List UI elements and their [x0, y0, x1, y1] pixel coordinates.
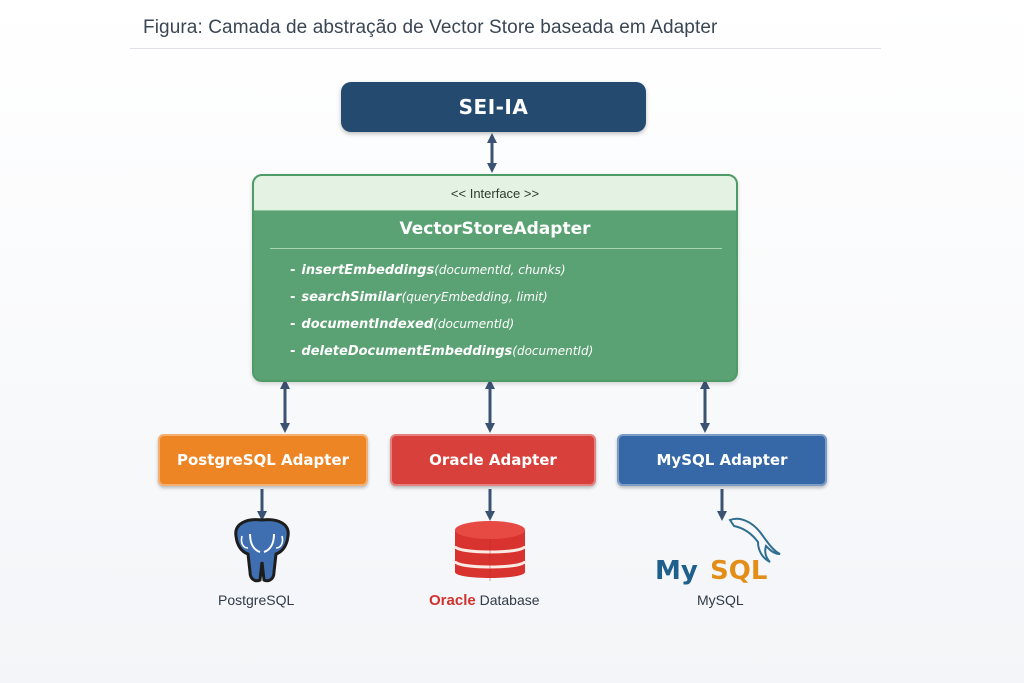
postgresql-elephant-icon — [234, 518, 290, 583]
mysql-logo-my: My — [655, 556, 698, 586]
mysql-logo-sql: SQL — [710, 556, 767, 586]
method-args: (documentId, chunks) — [434, 263, 566, 277]
figure-caption: Figura: Camada de abstração de Vector St… — [143, 17, 718, 38]
interface-stereotype: << Interface >> — [254, 176, 736, 211]
method-args: (documentId) — [433, 317, 515, 331]
mysql-adapter-box: MySQL Adapter — [617, 434, 827, 486]
interface-divider — [270, 248, 722, 249]
oracle-adapter-box: Oracle Adapter — [390, 434, 596, 486]
method-item: -insertEmbeddings(documentId, chunks) — [290, 263, 566, 278]
vector-store-adapter-interface: << Interface >> VectorStoreAdapter -inse… — [252, 174, 738, 382]
oracle-brand-text: Oracle — [429, 592, 476, 609]
method-name: searchSimilar — [301, 290, 402, 305]
postgresql-adapter-box: PostgreSQL Adapter — [158, 434, 368, 486]
database-cylinder-icon — [453, 521, 527, 581]
method-item: -searchSimilar(queryEmbedding, limit) — [290, 290, 548, 305]
method-item: -deleteDocumentEmbeddings(documentId) — [290, 344, 594, 359]
method-args: (documentId) — [512, 344, 594, 358]
method-name: deleteDocumentEmbeddings — [301, 344, 513, 359]
method-item: -documentIndexed(documentId) — [290, 317, 515, 332]
oracle-db-text: Database — [479, 592, 540, 608]
postgresql-db-label: PostgreSQL — [218, 592, 295, 608]
caption-divider — [130, 48, 881, 49]
interface-name: VectorStoreAdapter — [399, 219, 591, 239]
mysql-db-label: MySQL — [697, 592, 744, 608]
method-list: -insertEmbeddings(documentId, chunks) -s… — [254, 263, 736, 371]
mysql-dolphin-icon — [728, 517, 781, 563]
method-name: insertEmbeddings — [301, 263, 435, 278]
method-args: (queryEmbedding, limit) — [401, 290, 548, 304]
sei-ia-system-box: SEI-IA — [341, 82, 646, 132]
oracle-db-label: Oracle Database — [429, 592, 540, 609]
method-name: documentIndexed — [301, 317, 434, 332]
